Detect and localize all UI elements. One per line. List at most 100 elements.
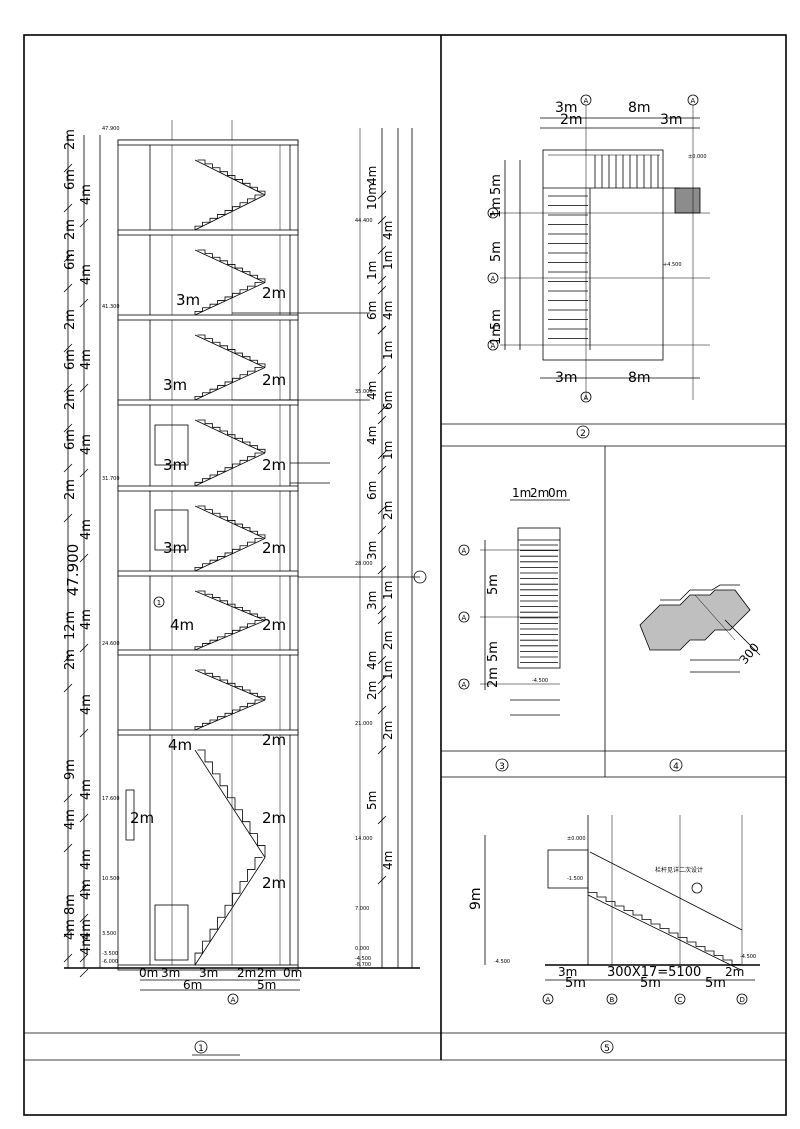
plan3-axis: A (462, 681, 467, 689)
level-label: 21.000 (355, 721, 373, 727)
plan-top-dim: 8m (628, 100, 651, 116)
level-label: 7.000 (355, 906, 369, 912)
right-dim: 10m (365, 183, 379, 210)
level-label: 17.600 (102, 796, 120, 802)
section-tag: 1 (157, 599, 161, 607)
section5-small-dim: 3m (558, 965, 577, 979)
panel-5-number: 5 (604, 1044, 610, 1054)
level-labels: 47.90044.40041.30035.00031.70028.00024.6… (102, 126, 373, 968)
right-dim: 4m (381, 221, 395, 240)
left-dim-2: 4m (79, 879, 94, 900)
level-label: 0.000 (355, 946, 369, 952)
section5-bottom-dim: 5m (705, 976, 726, 991)
right-dim: 4m (365, 426, 379, 445)
right-dim: 6m (381, 391, 395, 410)
plan3-left-dim: 5m (486, 641, 501, 662)
landing-hatch (674, 187, 701, 214)
panel-3-plan (480, 499, 570, 716)
left-dim-2: 4m (79, 434, 94, 455)
panel-5-section (484, 815, 760, 981)
left-dim-2: 4m (79, 349, 94, 370)
section5-elev: ±0.000 (567, 836, 586, 842)
right-dim: 5m (365, 791, 379, 810)
panel-4-dim: 300 (737, 640, 762, 667)
flight-label: 3m (163, 539, 187, 557)
section5-bottom-dim: 5m (565, 976, 586, 991)
left-dim-1: 2m (63, 129, 78, 150)
plan3-left-dim: 2m (486, 667, 501, 688)
left-dim-2: 4m (79, 694, 94, 715)
step-count-label: 300X17=5100 (607, 965, 701, 980)
bottom-dim: 0m (139, 966, 158, 980)
flight-label: 2m (262, 456, 286, 474)
flight-label: 3m (163, 456, 187, 474)
level-label: -8.700 (355, 962, 371, 968)
plan-left-dim: 5m (489, 241, 504, 262)
plan-left-dim: 1m (489, 197, 504, 218)
right-dim: 4m (381, 301, 395, 320)
bottom-dim: 0m (283, 966, 302, 980)
flight-label: 2m (262, 539, 286, 557)
stair-plan-outline (542, 149, 664, 361)
overall-height-label: 47.900 (64, 544, 82, 597)
left-dim-2: 4m (79, 934, 94, 955)
panel-2-number: 2 (580, 429, 586, 439)
level-label: 3.500 (102, 931, 116, 937)
level-label: 14.000 (355, 836, 373, 842)
right-dim: 1m (381, 661, 395, 680)
section5-axis: D (740, 996, 745, 1004)
flight-label: 2m (130, 809, 154, 827)
right-dim: 4m (381, 851, 395, 870)
left-dim-1: 4m (63, 919, 78, 940)
section5-axis: B (610, 996, 615, 1004)
panel-4-detail (639, 584, 761, 673)
stair-flights (194, 159, 266, 966)
section5-small-dim: 2m (725, 965, 744, 979)
plan3-axis: A (462, 614, 467, 622)
right-dim: 6m (365, 301, 379, 320)
plan3-top-dim: 2m (530, 486, 549, 500)
panel-3-number-bubble (495, 758, 509, 772)
section5-bottom-dim: 5m (640, 976, 661, 991)
left-dim-1: 12m (63, 611, 78, 640)
level-label: -4.500 (355, 956, 371, 962)
level-label: 28.000 (355, 561, 373, 567)
flight-label: 4m (168, 736, 192, 754)
left-dim-1: 4m (63, 809, 78, 830)
bottom-dim: 5m (257, 978, 276, 992)
plan-elev: ±0.000 (688, 154, 707, 160)
right-dim: 3m (365, 591, 379, 610)
bottom-dim: 6m (183, 978, 202, 992)
plan-axis: A (491, 342, 496, 350)
level-label: 31.700 (102, 476, 120, 482)
left-dim-1: 2m (63, 479, 78, 500)
bottom-dim: 2m (257, 966, 276, 980)
flight-label: 3m (176, 291, 200, 309)
panel-2-number-bubble (576, 425, 590, 439)
railing-note: 栏杆见详二次设计 (655, 866, 703, 874)
flight-label: 2m (262, 731, 286, 749)
plan-top-dim: 3m (555, 100, 578, 116)
flight-label: 2m (262, 284, 286, 302)
section5-elev: -1.500 (567, 876, 583, 882)
bottom-dim: 3m (161, 966, 180, 980)
flight-label: 2m (262, 874, 286, 892)
flight-steps (587, 888, 742, 971)
panel-5-number-bubble (600, 1040, 614, 1054)
plan3-top-dim: 1m (512, 486, 531, 500)
flight-label: 4m (170, 616, 194, 634)
plan3-left-dim: 5m (486, 574, 501, 595)
left-dim-1: 6m (63, 169, 78, 190)
panel-2-plan (500, 105, 710, 400)
panel-1-number: 1 (198, 1044, 204, 1054)
axis-a-bubble (227, 993, 239, 1005)
plan-axis: A (491, 275, 496, 283)
right-dim: 2m (381, 631, 395, 650)
left-dim-2: 4m (79, 264, 94, 285)
right-dim: 1m (381, 441, 395, 460)
